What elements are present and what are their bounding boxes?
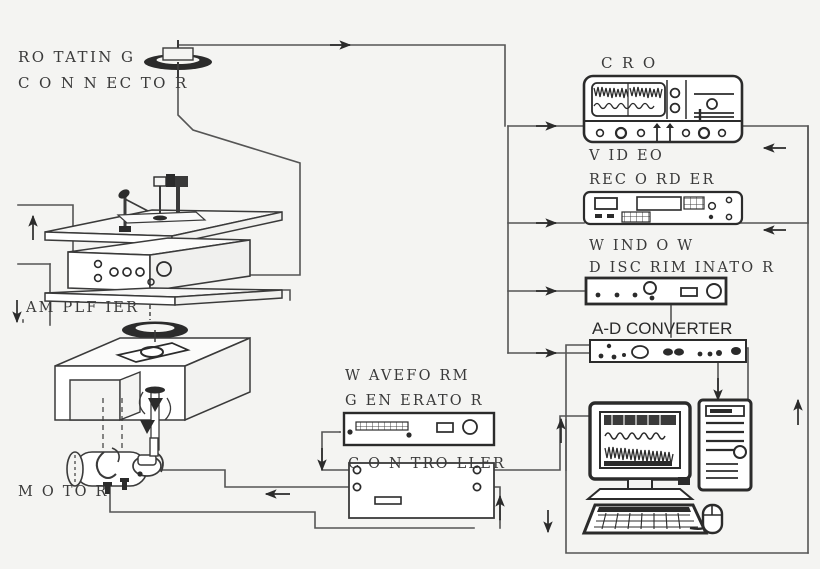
computer-workstation bbox=[581, 398, 753, 535]
label-waveform-generator-line1: W AVEFO RM bbox=[345, 368, 470, 384]
label-waveform-generator-line2: G EN ERATO R bbox=[345, 393, 484, 409]
label-ad-converter: A-D CONVERTER bbox=[592, 319, 733, 338]
label-rotating-connector-line2: C O N N EC TO R bbox=[18, 74, 189, 92]
arrow-heads bbox=[12, 40, 803, 534]
rotating-connector bbox=[144, 40, 212, 78]
amplifier-assembly bbox=[44, 174, 283, 320]
label-video-recorder-line2: REC O RD ER bbox=[589, 172, 716, 188]
label-motor: M O TO R bbox=[18, 484, 109, 500]
ad-converter bbox=[589, 339, 747, 363]
waveform-generator bbox=[342, 411, 496, 447]
probe-manipulator bbox=[118, 189, 149, 232]
label-amplifier: AM PLF IER bbox=[26, 300, 140, 316]
screw-icons bbox=[103, 478, 129, 494]
video-recorder bbox=[582, 190, 744, 226]
label-rotating-connector-line1: RO TATIN G bbox=[18, 48, 136, 66]
label-cro: C R O bbox=[601, 54, 658, 72]
label-controller: C O N TRO LLER bbox=[348, 456, 507, 472]
window-discriminator bbox=[584, 276, 728, 306]
specimen-chamber bbox=[54, 330, 251, 451]
label-video-recorder-line1: V ID EO bbox=[589, 148, 664, 164]
label-window-discriminator-line2: D ISC RIM INATO R bbox=[589, 260, 776, 276]
motor bbox=[66, 437, 164, 494]
cro bbox=[582, 74, 744, 144]
controller bbox=[348, 462, 495, 519]
label-window-discriminator-line1: W IND O W bbox=[589, 238, 695, 254]
